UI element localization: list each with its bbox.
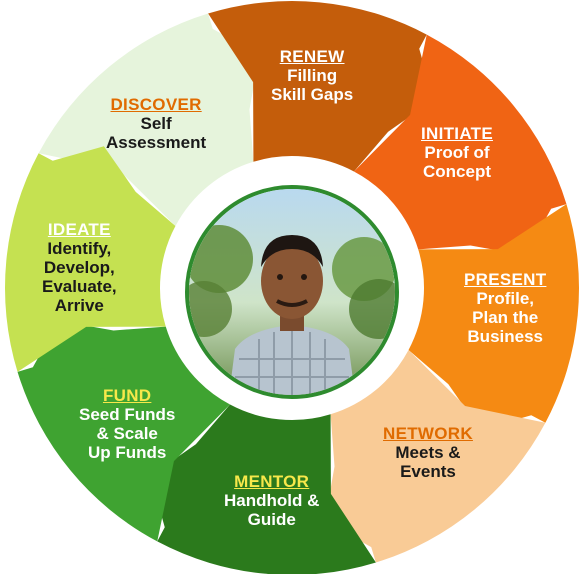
discover-text-line: Assessment xyxy=(106,133,207,153)
network-heading: NETWORK xyxy=(383,424,473,443)
renew-text-line: Skill Gaps xyxy=(271,85,354,105)
initiate-heading: INITIATE xyxy=(421,124,493,143)
segment-renew xyxy=(208,0,434,172)
fund-heading: FUND xyxy=(102,386,152,405)
center-photo-ring xyxy=(176,176,408,408)
segment-mentor xyxy=(150,404,376,574)
ideate-text-line: Identify, xyxy=(47,239,112,259)
ideate-text-line: Evaluate, xyxy=(42,277,117,297)
ideate-text-line: Develop, xyxy=(43,258,115,278)
present-text-line: Plan the xyxy=(472,308,539,328)
present-heading: PRESENT xyxy=(464,270,547,289)
mentor-heading: MENTOR xyxy=(234,472,310,491)
initiate-text-line: Concept xyxy=(422,162,491,182)
segment-discover xyxy=(38,13,260,227)
renew-text-line: Filling xyxy=(287,66,338,86)
fund-text-line: Up Funds xyxy=(87,443,167,463)
renew-heading: RENEW xyxy=(279,47,345,66)
segment-fund xyxy=(17,320,231,542)
network-text-line: Meets & xyxy=(395,443,461,463)
segment-ideate xyxy=(4,146,176,372)
portrait-photo xyxy=(185,185,399,399)
segment-network xyxy=(324,349,546,563)
initiate-text-line: Proof of xyxy=(424,143,490,163)
present-text-line: Profile, xyxy=(476,289,535,309)
segment-initiate xyxy=(353,34,567,256)
mentor-text-line: Handhold & xyxy=(224,491,320,511)
mentor-text-line: Guide xyxy=(247,510,296,530)
fund-text-line: Seed Funds xyxy=(79,405,176,425)
present-text-line: Business xyxy=(467,327,543,347)
segment-present xyxy=(408,204,579,430)
fund-text-line: & Scale xyxy=(96,424,158,444)
discover-heading: DISCOVER xyxy=(110,95,202,114)
ideate-heading: IDEATE xyxy=(47,220,111,239)
network-text-line: Events xyxy=(400,462,456,482)
portrait-illustration xyxy=(189,189,395,395)
discover-text-line: Self xyxy=(140,114,172,134)
ideate-text-line: Arrive xyxy=(54,296,104,316)
